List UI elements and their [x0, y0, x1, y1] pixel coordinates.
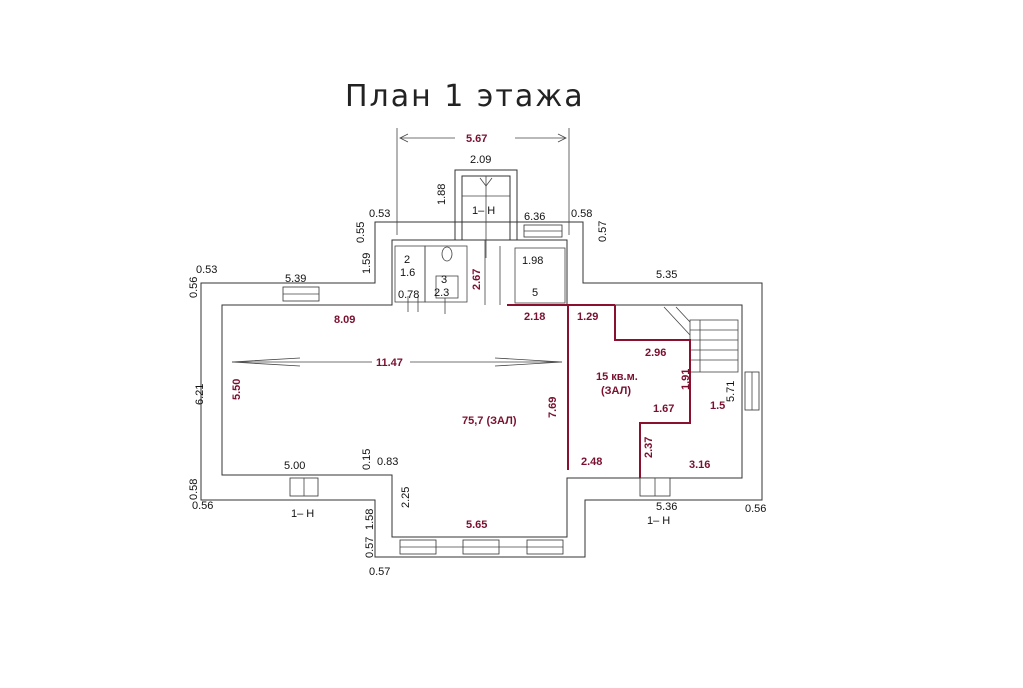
label-room2: 2	[404, 254, 410, 266]
label-bottom-right-window: 5.36	[656, 501, 677, 513]
label-left-bottom-wall-a: 0.58	[188, 479, 200, 500]
label-dim-218: 2.18	[524, 311, 545, 323]
label-left-wing-side: 0.56	[188, 277, 200, 298]
label-dim-015: 0.15	[361, 449, 373, 470]
label-left-wing-wall: 0.53	[196, 264, 217, 276]
label-dim-237: 2.37	[643, 437, 655, 458]
label-room5: 5	[532, 287, 538, 299]
red-partitions	[507, 304, 691, 478]
label-small-hall-name: (ЗАЛ)	[601, 385, 631, 397]
label-room3-size: 2.3	[434, 287, 449, 299]
label-top-left-wall: 0.53	[369, 208, 390, 220]
label-dim-316: 3.16	[689, 459, 710, 471]
label-top-width: 5.67	[466, 133, 487, 145]
label-bottom-left-wall-a: 0.57	[364, 537, 376, 558]
label-dim-225: 2.25	[400, 487, 412, 508]
label-left-outer-height: 6.21	[194, 384, 206, 405]
label-room3: 3	[441, 274, 447, 286]
plan-title: План 1 этажа	[345, 79, 585, 114]
label-left-window: 5.39	[285, 273, 306, 285]
label-top-left-side: 0.55	[355, 222, 367, 243]
label-porch-width: 2.09	[470, 154, 491, 166]
label-hall-width: 11.47	[376, 357, 403, 369]
label-left-bottom-wall-b: 0.56	[192, 500, 213, 512]
label-bottom-left-side: 1.58	[364, 509, 376, 530]
label-section-right: 1– Н	[647, 515, 670, 527]
label-bottom-width: 5.65	[466, 519, 487, 531]
label-main-hall: 75,7 (ЗАЛ)	[462, 415, 517, 427]
label-dim-191: 1.91	[680, 369, 692, 390]
label-hall-depth: 7.69	[547, 397, 559, 418]
label-section-top: 1– Н	[472, 205, 495, 217]
label-right-bottom-wall: 0.56	[745, 503, 766, 515]
label-hall-height-left: 5.50	[231, 379, 243, 400]
label-dim-167: 1.67	[653, 403, 674, 415]
hall-dimension-arrow	[231, 357, 563, 367]
label-dim-129: 1.29	[577, 311, 598, 323]
label-corridor: 2.67	[471, 269, 483, 290]
label-top-right-wall: 0.58	[571, 208, 592, 220]
label-small-hall: 15 кв.м.	[596, 371, 638, 383]
windows	[282, 224, 760, 555]
label-bottom-left-wall-b: 0.57	[369, 566, 390, 578]
label-dim-296: 2.96	[645, 347, 666, 359]
label-section-left: 1– Н	[291, 508, 314, 520]
label-room-198: 1.98	[522, 255, 543, 267]
top-dimension	[396, 128, 570, 235]
label-room2-size: 1.6	[400, 267, 415, 279]
label-left-tower-height: 1.59	[361, 253, 373, 274]
label-dim-15: 1.5	[710, 400, 725, 412]
dimension-labels: 5.67 2.09 1.88 0.53 0.55 6.36 0.58 0.57 …	[188, 133, 766, 578]
label-dim-571: 5.71	[725, 381, 737, 402]
label-top-right-window: 6.36	[524, 211, 545, 223]
label-right-top-width: 5.35	[656, 269, 677, 281]
label-bottom-window-left: 5.00	[284, 460, 305, 472]
label-dim-083: 0.83	[377, 456, 398, 468]
porch	[454, 169, 518, 258]
label-hall-top: 8.09	[334, 314, 355, 326]
label-top-right-side: 0.57	[597, 221, 609, 242]
label-room-078: 0.78	[398, 289, 419, 301]
label-dim-248: 2.48	[581, 456, 602, 468]
label-porch-depth: 1.88	[436, 184, 448, 205]
small-rooms	[394, 240, 566, 314]
